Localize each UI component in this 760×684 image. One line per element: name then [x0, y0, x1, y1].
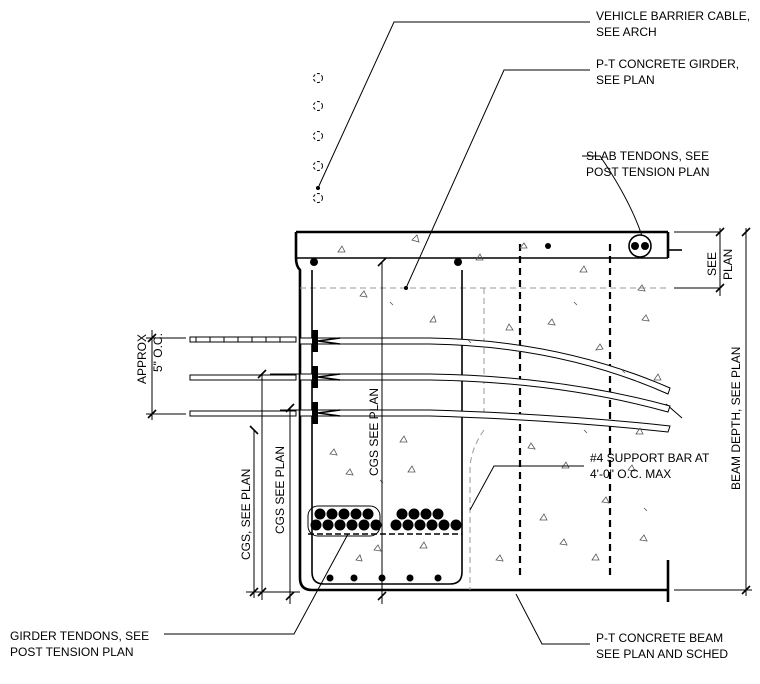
stirrup-cage — [310, 243, 551, 585]
label-slab-tendons-1: SLAB TENDONS, SEE — [586, 149, 709, 163]
label-vehicle-barrier-2: SEE ARCH — [596, 25, 657, 39]
label-approx-2: 5" O.C. — [151, 333, 165, 372]
slab-tendons-symbol — [628, 234, 652, 258]
dashed-rebar — [518, 244, 612, 580]
bottom-tendon-bundles — [307, 505, 462, 537]
label-beam-depth: BEAM DEPTH, SEE PLAN — [729, 347, 743, 490]
label-cgs-inner: CGS SEE PLAN — [367, 388, 381, 476]
girder-tendons — [299, 330, 671, 433]
label-pt-beam-1: P-T CONCRETE BEAM — [596, 631, 723, 645]
anchor-rods — [189, 336, 297, 417]
label-pt-girder-2: SEE PLAN — [596, 73, 655, 87]
barrier-cable-circles — [313, 73, 323, 203]
label-support-bar-1: #4 SUPPORT BAR AT — [590, 451, 710, 465]
label-cgs-left-2: CGS SEE PLAN — [273, 446, 287, 534]
leader-lines — [164, 21, 643, 645]
annotations: VEHICLE BARRIER CABLE, SEE ARCH P-T CONC… — [10, 9, 750, 661]
label-girder-tendons-1: GIRDER TENDONS, SEE — [10, 629, 149, 643]
label-cgs-left-1: CGS, SEE PLAN — [239, 469, 253, 560]
label-approx-1: APPROX — [135, 334, 149, 384]
label-slab-tendons-2: POST TENSION PLAN — [586, 165, 710, 179]
label-see-plan-1: SEE — [705, 252, 719, 276]
label-vehicle-barrier-1: VEHICLE BARRIER CABLE, — [596, 9, 750, 23]
label-pt-beam-2: SEE PLAN AND SCHED — [596, 647, 728, 661]
label-girder-tendons-2: POST TENSION PLAN — [10, 645, 134, 659]
label-pt-girder-1: P-T CONCRETE GIRDER, — [596, 57, 739, 71]
hidden-lines — [300, 287, 668, 590]
label-see-plan-2: PLAN — [721, 249, 735, 280]
label-support-bar-2: 4'-0" O.C. MAX — [590, 467, 671, 481]
dimension-lines — [146, 227, 752, 604]
